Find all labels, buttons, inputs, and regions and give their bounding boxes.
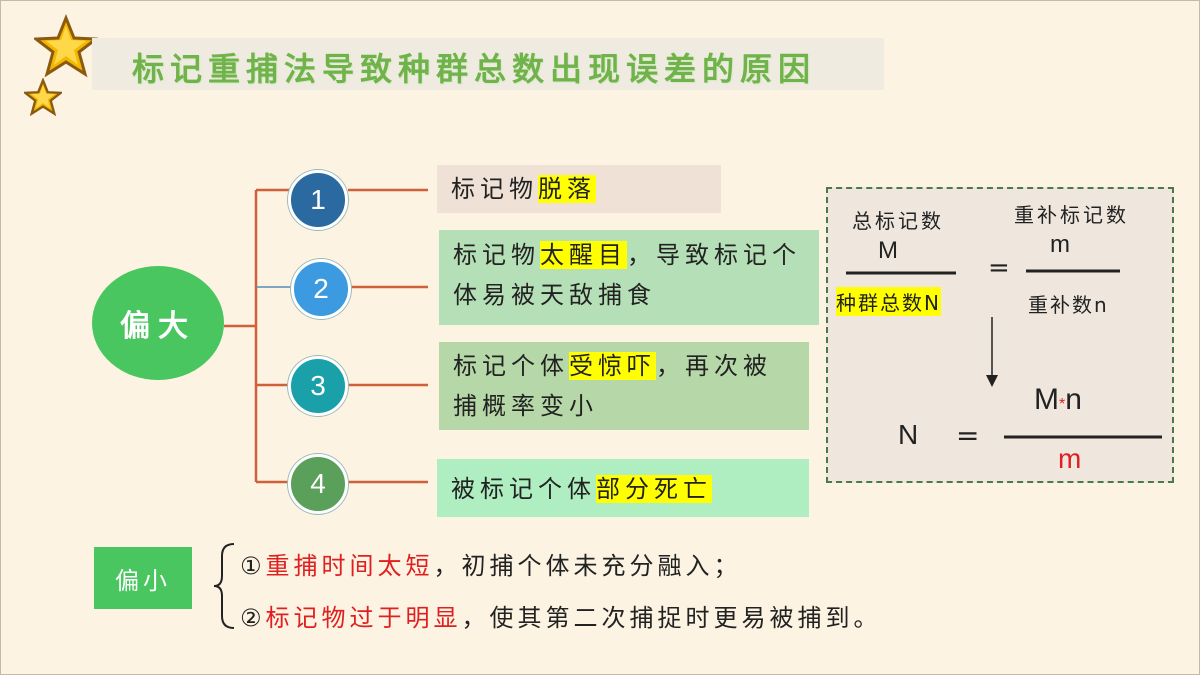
population-label: 种群总数N [836, 287, 941, 316]
numerator: M*n [1034, 383, 1082, 417]
numerator-M: M [1034, 383, 1059, 416]
note-red-text: 重捕时间太短 [265, 552, 434, 580]
formula-panel: 总标记数 重补标记数 M m = 种群总数N 重补数n N = M*n m [826, 187, 1174, 483]
reason-node-1: 1 [288, 170, 348, 230]
reason-text: ，再次被捕概率变小 [453, 352, 772, 420]
reason-text: ，导致标记个体易被天敌捕食 [453, 241, 801, 309]
reason-node-4: 4 [288, 454, 348, 514]
overestimate-node: 偏大 [92, 266, 224, 380]
fraction-lines [846, 269, 1162, 439]
total-marked-label: 总标记数 [852, 209, 944, 233]
reason-text: 标记个体 [453, 352, 569, 380]
numerator-n: n [1065, 383, 1082, 416]
underestimate-note-2: ②标记物过于明显，使其第二次捕捉时更易被捕到。 [240, 598, 882, 633]
title-bar [92, 38, 884, 90]
underestimate-label: 偏小 [94, 547, 192, 609]
reason-highlight: 太醒目 [540, 241, 627, 269]
equals-sign: = [988, 253, 1010, 283]
reason-box-3: 标记个体受惊吓，再次被捕概率变小 [439, 342, 809, 430]
page-title: 标记重捕法导致种群总数出现误差的原因 [132, 50, 817, 88]
symbol-M: M [878, 237, 898, 264]
note-text: ，初捕个体未充分融入； [433, 552, 742, 580]
note-circle-num: ② [240, 604, 266, 632]
reason-highlight: 受惊吓 [569, 352, 656, 380]
brace-icon [213, 543, 235, 629]
symbol-N: N [898, 419, 919, 450]
reason-node-3: 3 [288, 356, 348, 416]
recaptured-marked-label: 重补标记数 [1014, 203, 1129, 227]
symbol-m: m [1050, 231, 1070, 258]
note-red-text: 标记物过于明显 [265, 604, 462, 632]
recaptured-total-label: 重补数n [1028, 293, 1109, 317]
denominator-m: m [1058, 443, 1082, 474]
note-circle-num: ① [240, 552, 266, 580]
underestimate-note-1: ①重捕时间太短，初捕个体未充分融入； [240, 546, 742, 581]
reason-box-1: 标记物脱落 [437, 165, 721, 213]
times-sign: * [1059, 396, 1066, 413]
reason-text: 被标记个体 [451, 475, 596, 503]
reason-highlight: 脱落 [538, 175, 596, 203]
note-text: ，使其第二次捕捉时更易被捕到。 [461, 604, 882, 632]
equals-sign: = [956, 419, 980, 452]
star-icon [34, 14, 98, 78]
reason-box-2: 标记物太醒目，导致标记个体易被天敌捕食 [439, 230, 819, 325]
reason-text: 标记物 [451, 175, 538, 203]
reason-text: 标记物 [453, 241, 540, 269]
reason-node-2: 2 [291, 259, 351, 319]
reason-highlight: 部分死亡 [596, 475, 712, 503]
star-icon [24, 78, 62, 116]
reason-box-4: 被标记个体部分死亡 [437, 459, 809, 517]
